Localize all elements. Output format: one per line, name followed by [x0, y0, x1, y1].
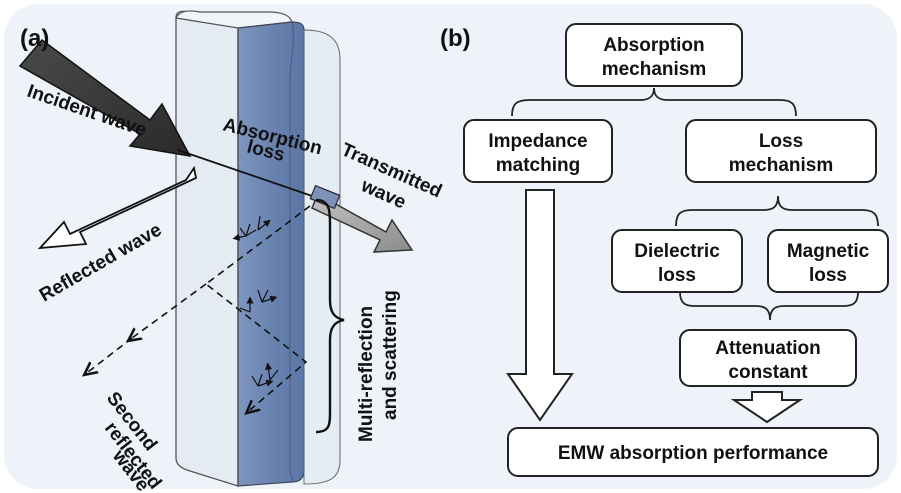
- attenuation-constant-box: Attenuation constant: [679, 329, 857, 387]
- impedance-down-arrow: [506, 189, 574, 422]
- absorption-mechanism-box: Absorption mechanism: [565, 23, 743, 87]
- impedance-matching-box: Impedance matching: [463, 119, 613, 183]
- second-reflection-path: [132, 283, 207, 338]
- slab-top-face: [175, 10, 293, 29]
- propagation-line: [177, 149, 319, 199]
- reflected-wave-arrow: [37, 165, 198, 250]
- multi-reflection-label-line1: Multi-reflection: [356, 306, 377, 442]
- scatter-spark-3: [251, 366, 279, 386]
- second-reflected-arrow: [88, 337, 133, 372]
- incident-wave-arrow: [18, 38, 192, 157]
- emw-performance-box: EMW absorption performance: [507, 427, 879, 477]
- multi-reflection-label-line2: and scattering: [380, 290, 401, 420]
- svg-text:mechanism: mechanism: [729, 155, 834, 176]
- transmission-spot: [309, 184, 341, 210]
- svg-text:constant: constant: [728, 362, 808, 383]
- svg-text:Loss: Loss: [759, 131, 803, 152]
- panel-a: (a) Incident wave Absorption loss Transm…: [18, 10, 445, 493]
- svg-text:Magnetic: Magnetic: [787, 241, 870, 262]
- multi-reflection-path: [204, 205, 311, 410]
- attenuation-down-arrow: [730, 391, 804, 424]
- svg-text:Attenuation: Attenuation: [715, 338, 821, 359]
- brace-bottom: [679, 291, 859, 321]
- magnetic-loss-box: Magnetic loss: [767, 229, 889, 293]
- slab-side-face: [175, 10, 239, 487]
- transmitted-wave-arrow: [311, 192, 414, 253]
- scatter-spark-2: [239, 289, 274, 313]
- brace-top: [511, 87, 797, 117]
- svg-text:EMW absorption performance: EMW absorption performance: [558, 443, 828, 464]
- panel-a-label: (a): [20, 25, 49, 52]
- loss-mechanism-box: Loss mechanism: [685, 119, 877, 183]
- panel-b-label: (b): [440, 25, 471, 52]
- svg-text:mechanism: mechanism: [602, 59, 707, 80]
- svg-text:Impedance: Impedance: [488, 131, 587, 152]
- slab-front-face: [237, 21, 305, 487]
- scatter-spark-1: [236, 215, 268, 238]
- svg-text:Dielectric: Dielectric: [634, 241, 720, 262]
- multi-reflection-brace: [315, 198, 345, 434]
- dielectric-loss-box: Dielectric loss: [611, 229, 743, 293]
- brace-loss: [675, 195, 879, 227]
- panel-b: (b) Absorption mechanism Impedance match…: [440, 23, 889, 477]
- slab-edge: [289, 21, 294, 483]
- svg-text:loss: loss: [658, 265, 696, 286]
- svg-text:matching: matching: [496, 155, 580, 176]
- svg-text:loss: loss: [809, 265, 847, 286]
- slab-back-face: [303, 29, 341, 485]
- svg-text:Absorption: Absorption: [603, 35, 704, 56]
